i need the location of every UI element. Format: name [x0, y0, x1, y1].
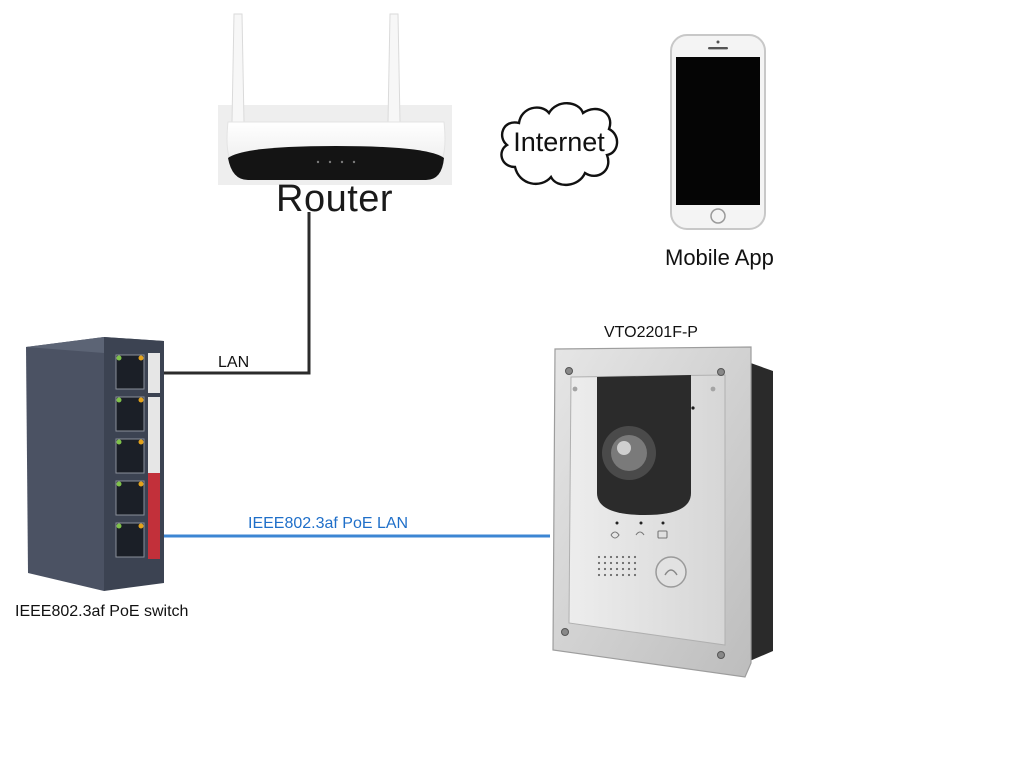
poe-switch-label: IEEE802.3af PoE switch: [15, 603, 189, 620]
poe-switch-icon: [26, 337, 164, 591]
mobile-app-label: Mobile App: [665, 245, 774, 270]
lan-link: [163, 212, 311, 375]
lan-link-label: LAN: [218, 354, 250, 371]
smartphone-icon: [670, 34, 766, 230]
vto-model-label: VTO2201F-P: [604, 324, 698, 341]
poe-lan-link-label: IEEE802.3af PoE LAN: [248, 515, 409, 532]
door-station-icon: [552, 346, 773, 678]
cloud-icon: Internet: [500, 102, 619, 186]
internet-label: Internet: [513, 127, 605, 157]
router-icon: [218, 13, 452, 185]
router-label: Router: [276, 178, 394, 220]
